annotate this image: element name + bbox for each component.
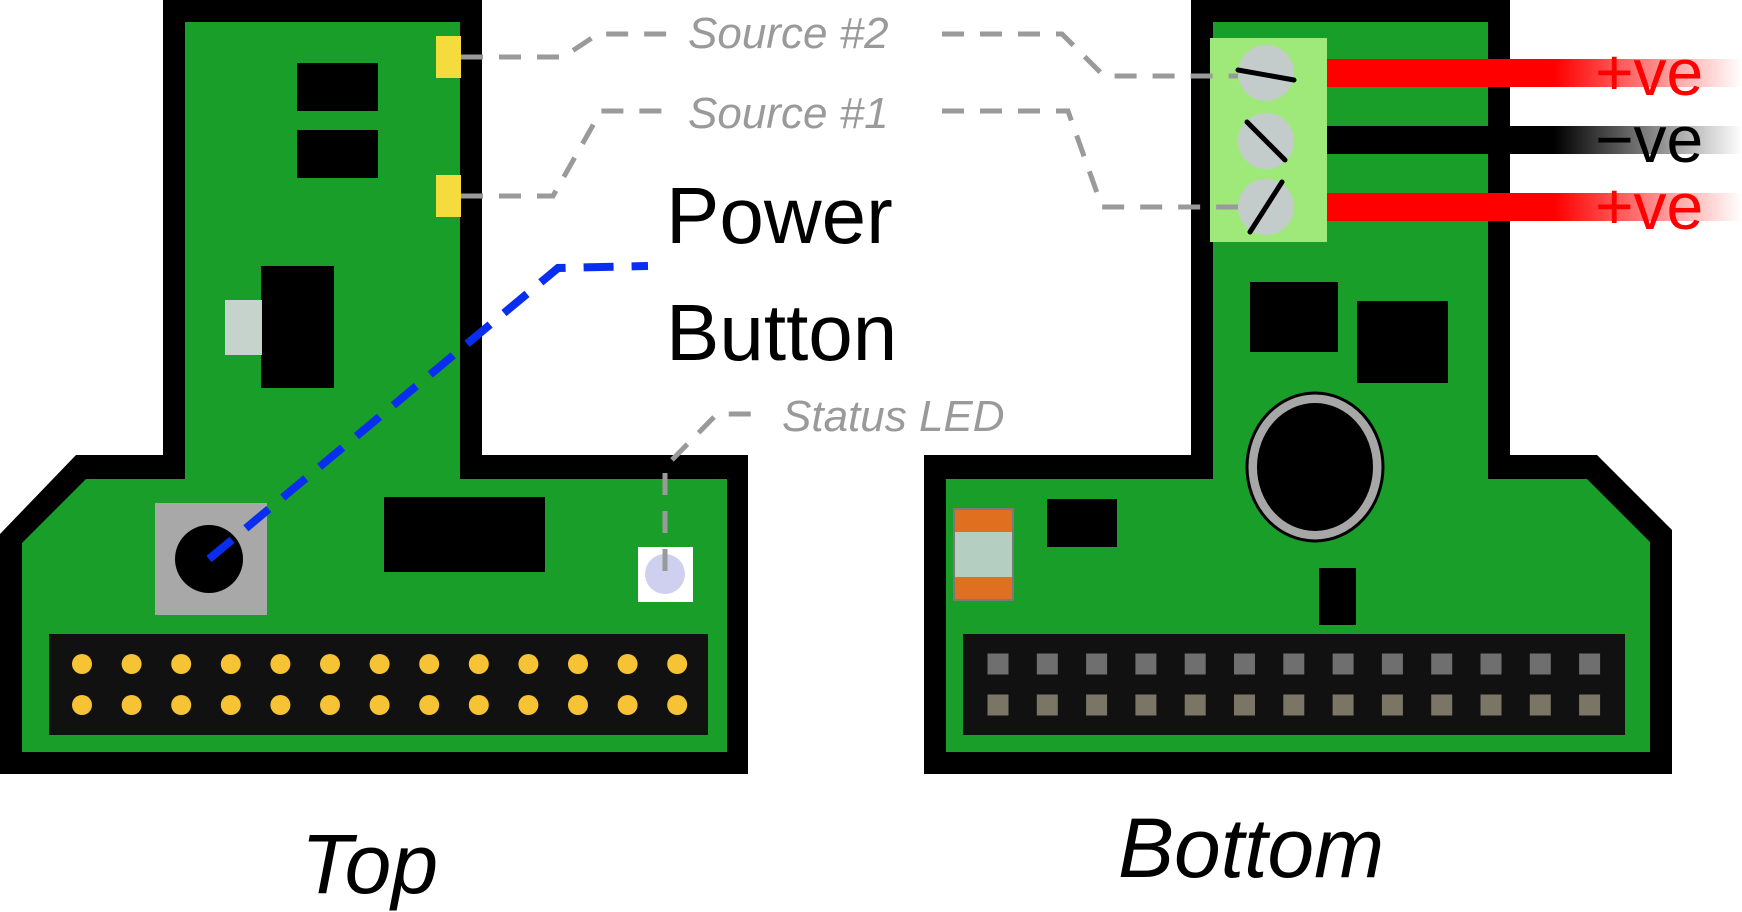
bottom-pin-header — [963, 634, 1625, 735]
header-pin — [1036, 694, 1058, 716]
status-led-leader — [662, 411, 765, 571]
header-pin — [1381, 694, 1403, 716]
wire-positive — [1325, 193, 1742, 221]
header-pin — [369, 695, 390, 715]
header-pin — [987, 694, 1009, 716]
header-pin — [518, 695, 539, 715]
header-pin — [320, 695, 340, 715]
wire-positive — [1325, 59, 1742, 87]
header-pin — [1135, 694, 1157, 716]
bottom-pin-header-pins — [987, 653, 1601, 716]
source2-pad — [436, 36, 461, 78]
status-led-lens — [645, 554, 685, 594]
terminal-label-1: +ve — [1595, 35, 1703, 109]
header-pin — [320, 654, 340, 674]
header-pin — [1184, 694, 1206, 716]
bottom-board — [924, 0, 1742, 774]
header-pin — [1480, 694, 1502, 716]
header-pin — [1283, 694, 1305, 716]
source1-pad — [436, 175, 461, 217]
header-pin — [1036, 653, 1058, 675]
header-pin — [1184, 653, 1206, 675]
header-pin — [468, 654, 489, 674]
header-pin — [1431, 694, 1453, 716]
top-caption: Top — [301, 817, 438, 911]
power-button-label-line1: Power — [666, 171, 893, 260]
header-pin — [1332, 694, 1354, 716]
source2-leader — [461, 31, 1238, 79]
switch-body — [261, 266, 334, 388]
header-pin — [1135, 653, 1157, 675]
header-pin — [171, 695, 192, 715]
header-pin — [617, 654, 638, 674]
header-pin — [220, 654, 241, 674]
chip — [297, 130, 378, 178]
terminal-label-3: +ve — [1595, 169, 1703, 243]
header-pin — [1086, 653, 1108, 675]
bottom-caption: Bottom — [1118, 801, 1384, 895]
source2-label: Source #2 — [688, 9, 889, 58]
header-pin — [121, 654, 142, 674]
wire-negative — [1325, 126, 1742, 154]
header-pin — [1332, 653, 1354, 675]
header-pin — [1234, 653, 1255, 675]
header-pin — [171, 654, 192, 674]
chip — [297, 63, 378, 111]
chip — [1250, 282, 1338, 352]
header-pin — [568, 695, 588, 715]
switch-actuator — [225, 300, 262, 355]
header-pin — [1480, 653, 1502, 675]
header-pin — [1086, 694, 1108, 716]
header-pin — [667, 654, 688, 674]
header-pin — [369, 654, 390, 674]
chip — [1357, 301, 1448, 383]
header-pin — [270, 654, 291, 674]
header-pin — [518, 654, 539, 674]
header-pin — [1579, 653, 1601, 675]
chip — [384, 497, 545, 572]
header-pin — [1529, 653, 1551, 675]
header-pin — [72, 654, 92, 674]
power-button-leader — [206, 262, 649, 563]
top-pin-header — [49, 634, 708, 735]
header-pin — [1381, 653, 1403, 675]
source1-leader — [461, 108, 1238, 210]
header-pin — [419, 695, 440, 715]
terminal-label-2: −ve — [1595, 102, 1703, 176]
header-pin — [1529, 694, 1551, 716]
header-pin — [617, 695, 638, 715]
header-pin — [72, 695, 92, 715]
header-pin — [1234, 694, 1255, 716]
header-pin — [468, 695, 489, 715]
status-led-label: Status LED — [782, 392, 1005, 441]
chip — [1319, 568, 1356, 625]
header-pin — [987, 653, 1009, 675]
top-board — [0, 0, 748, 774]
header-pin — [1283, 653, 1305, 675]
source1-label: Source #1 — [688, 89, 889, 138]
header-pin — [121, 695, 142, 715]
power-button-label-line2: Button — [666, 288, 897, 377]
header-pin — [270, 695, 291, 715]
header-pin — [568, 654, 588, 674]
chip — [1047, 499, 1117, 547]
header-pin — [1431, 653, 1453, 675]
header-pin — [667, 695, 688, 715]
top-pin-header-pins — [72, 654, 688, 715]
header-pin — [1579, 694, 1601, 716]
header-pin — [419, 654, 440, 674]
header-pin — [220, 695, 241, 715]
